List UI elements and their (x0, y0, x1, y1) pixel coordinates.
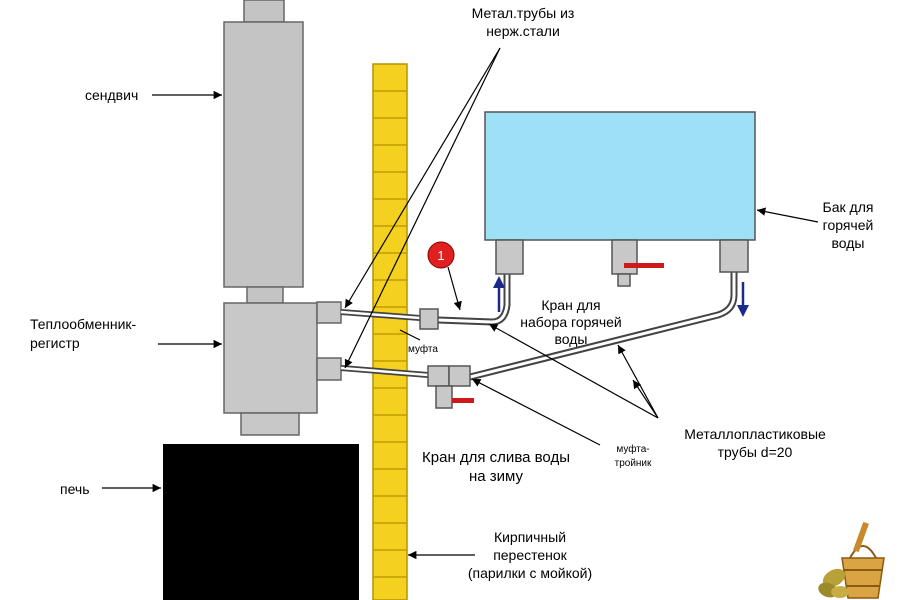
label-steel-pipes-2: нерж.стали (486, 23, 560, 39)
label-tank-1: Бак для (823, 199, 874, 215)
label-drain-tap-2: на зиму (469, 468, 524, 485)
label-steel-pipes-1: Метал.трубы из (472, 5, 575, 21)
label-heat-exchanger-2: регистр (30, 335, 80, 351)
leader-lines (102, 47, 819, 560)
label-hot-tap-3: воды (555, 331, 588, 347)
bath-bucket-broom-logo-icon (818, 521, 885, 599)
marker-1: 1 (427, 241, 462, 311)
label-brick-wall-1: Кирпичный (494, 529, 566, 545)
marker-number: 1 (437, 248, 444, 263)
label-tank-3: воды (832, 235, 865, 251)
sandwich-chimney (223, 0, 304, 304)
brick-wall (372, 63, 408, 600)
heat-exchanger-register (223, 301, 342, 436)
label-heat-exchanger-1: Теплообменник- (30, 316, 137, 332)
label-hot-tap-2: набора горячей (520, 314, 621, 330)
flow-down-arrow-icon (737, 305, 749, 317)
label-tee-1: муфта- (616, 443, 649, 455)
stove (163, 444, 359, 600)
flow-up-arrow-icon (493, 276, 505, 288)
drain-tap-handle (452, 398, 474, 403)
steel-pipes (340, 309, 429, 378)
tee-fitting (427, 365, 474, 409)
label-hot-tap-1: Кран для (541, 297, 600, 313)
label-drain-tap-1: Кран для слива воды (422, 449, 570, 466)
label-tee-2: тройник (615, 458, 652, 469)
label-stove: печь (60, 481, 90, 497)
flow-arrows (493, 276, 749, 317)
label-sandwich: сендвич (85, 87, 138, 103)
label-brick-wall-2: перестенок (493, 547, 567, 563)
label-mp-pipes-2: трубы d=20 (718, 444, 793, 460)
label-brick-wall-3: (парилки с мойкой) (468, 565, 592, 581)
label-coupling: муфта (408, 343, 438, 355)
hot-water-tank (484, 111, 756, 287)
label-tank-2: горячей (823, 217, 874, 233)
label-mp-pipes-1: Металлопластиковые (684, 426, 826, 442)
hot-tap-handle (624, 263, 664, 268)
metal-plastic-pipes (437, 270, 738, 381)
brick-wall-body (372, 63, 408, 600)
coupling-fitting (419, 308, 439, 330)
labels: Метал.трубы из нерж.стали сендвич Теплоо… (30, 5, 873, 581)
